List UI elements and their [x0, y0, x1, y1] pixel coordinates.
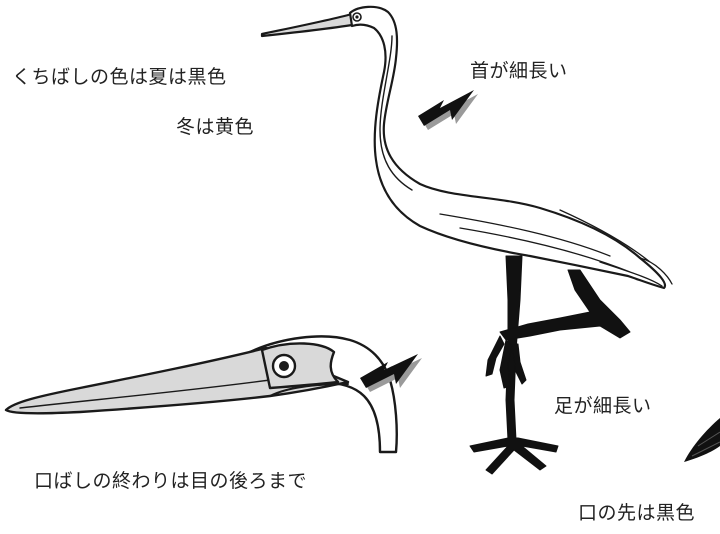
closeup-pupil — [279, 361, 289, 371]
label-mouth-end: 口ばしの終わりは目の後ろまで — [34, 470, 308, 492]
arrow-mouth — [360, 354, 422, 392]
heron-body — [348, 5, 667, 290]
arrow-neck — [418, 90, 478, 130]
heron-head-closeup — [4, 335, 398, 454]
heron-standing — [260, 5, 673, 290]
heron-legs — [469, 255, 631, 475]
closeup-mouth-line — [269, 383, 349, 397]
label-beak-color: くちばしの色は夏は黒色 — [12, 66, 227, 88]
heron-neck-line — [379, 35, 413, 191]
label-legs: 足が細長い — [554, 395, 652, 417]
heron-wing-lines — [439, 209, 673, 287]
label-mouth-tip: 口の先は黒色 — [578, 502, 696, 524]
label-neck: 首が細長い — [470, 60, 568, 82]
heron-beak — [260, 12, 360, 38]
heron-pupil — [355, 15, 359, 19]
closeup-beak-line — [19, 379, 271, 409]
beak-tip-partial — [684, 418, 720, 462]
label-beak-winter: 冬は黄色 — [176, 116, 255, 138]
